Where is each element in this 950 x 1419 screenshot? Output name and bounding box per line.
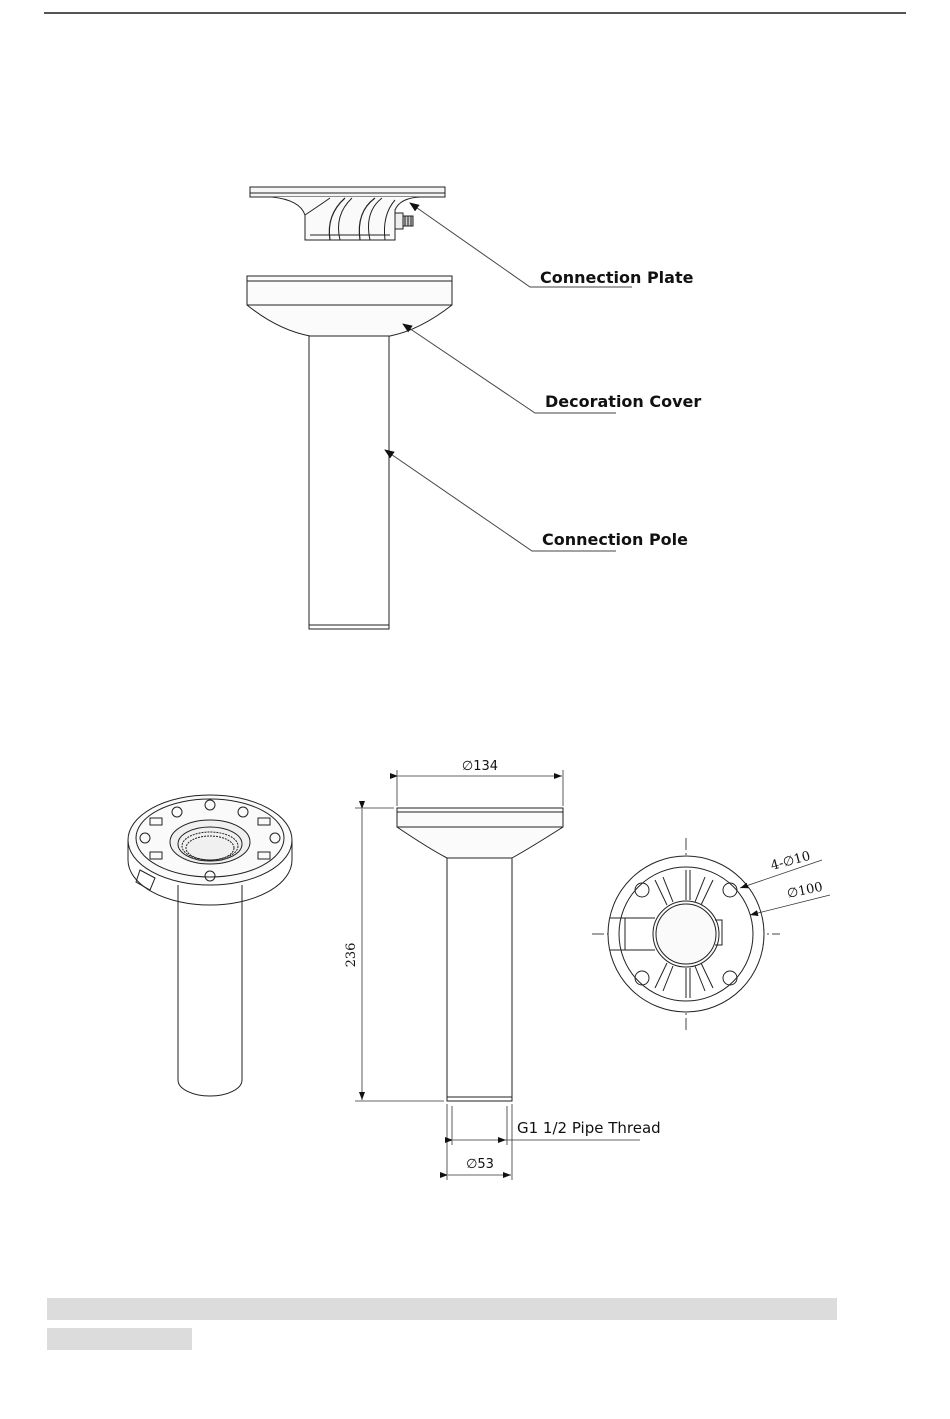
decoration-cover-label: Decoration Cover [545, 392, 701, 411]
bottom-view [592, 838, 780, 1030]
height-dimension: 236 [344, 943, 359, 968]
front-view [397, 808, 563, 1101]
thread-dimension: G1 1/2 Pipe Thread [517, 1119, 661, 1137]
bolt-circle-dimension: ∅100 [786, 880, 824, 902]
redacted-text-line-1 [47, 1298, 837, 1320]
connection-pole-label: Connection Pole [542, 530, 688, 549]
connection-plate-drawing [250, 187, 445, 240]
pole-diameter-dimension: ∅53 [466, 1157, 494, 1172]
redacted-text-line-2 [47, 1328, 192, 1350]
connection-pole-drawing [309, 336, 389, 629]
leader-lines [385, 203, 632, 551]
holes-dimension: 4-∅10 [769, 849, 812, 874]
top-diameter-dimension: ∅134 [462, 759, 498, 774]
isometric-view [128, 795, 292, 1096]
decoration-cover-drawing [247, 276, 452, 336]
connection-plate-label: Connection Plate [540, 268, 694, 287]
